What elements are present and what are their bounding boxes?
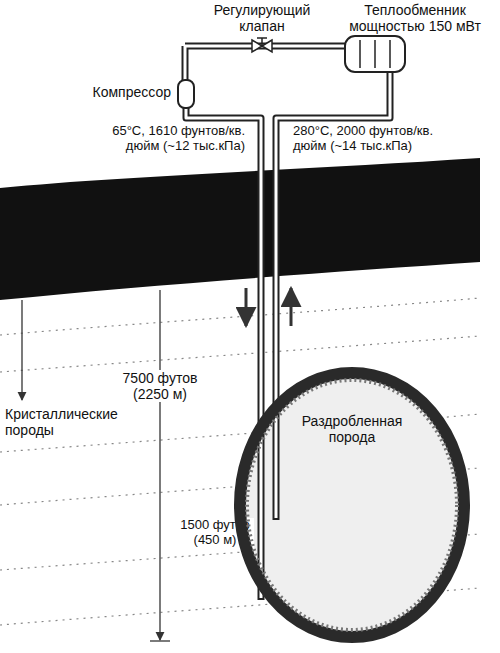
surface-layer bbox=[0, 158, 480, 300]
heat-exchanger bbox=[345, 36, 405, 72]
zone-outline bbox=[232, 367, 472, 643]
compressor-symbol bbox=[178, 80, 194, 108]
compressor-label: Компрессор bbox=[58, 84, 172, 100]
outlet-conditions: 280°С, 2000 фунтов/кв. дюйм (~14 тыс.кПа… bbox=[292, 124, 464, 154]
dimension-arrow bbox=[21, 300, 22, 400]
inlet-conditions: 65°С, 1610 фунтов/кв. дюйм (~12 тыс.кПа) bbox=[78, 124, 246, 154]
rock-label: Кристаллические породы bbox=[4, 406, 136, 438]
exchanger-label: Теплообменник мощностью 150 мВт bbox=[340, 2, 490, 34]
dimension-arrow bbox=[159, 290, 160, 640]
valve-symbol bbox=[252, 38, 272, 52]
fractured-rock-zone: Раздробленная порода bbox=[232, 367, 472, 643]
flow-arrow bbox=[290, 288, 293, 326]
dimension-tick bbox=[150, 640, 170, 641]
valve-label: Регулирующий клапан bbox=[205, 2, 319, 34]
flow-arrow bbox=[245, 288, 248, 326]
zone-label: Раздробленная порода bbox=[290, 413, 414, 445]
depth-dimension: 7500 футов (2250 м) bbox=[118, 370, 202, 402]
